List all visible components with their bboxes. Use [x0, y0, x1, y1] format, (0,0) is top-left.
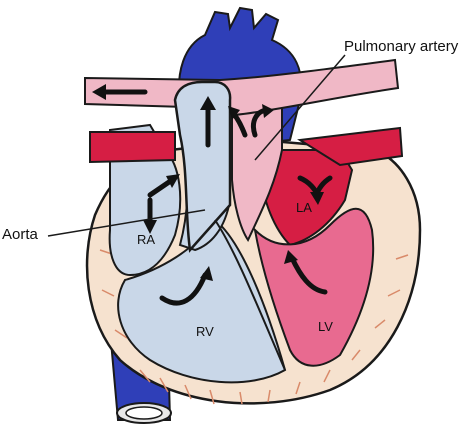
pulmonary-artery-upper: [84, 58, 400, 117]
arrow-heads: [92, 84, 324, 281]
right-atrium: [108, 123, 182, 277]
lv-label: LV: [318, 319, 333, 334]
pulmonary-vein-band: [89, 131, 176, 164]
aorta-label: Aorta: [2, 226, 39, 243]
septum: [214, 219, 286, 371]
pulmonary-artery-label: Pulmonary artery: [344, 38, 459, 55]
myocardium-striations: [99, 249, 409, 405]
pulmonary-vein-band-right: [297, 126, 404, 167]
pulmonary-trunk-top: [173, 80, 232, 253]
aorta-leader: [47, 209, 206, 237]
ra-label: RA: [137, 232, 155, 247]
vena-cava-lumen: [125, 406, 163, 420]
pulmonary-artery-leader: [254, 54, 346, 161]
la-label: LA: [296, 200, 312, 215]
rv-label: RV: [196, 324, 214, 339]
